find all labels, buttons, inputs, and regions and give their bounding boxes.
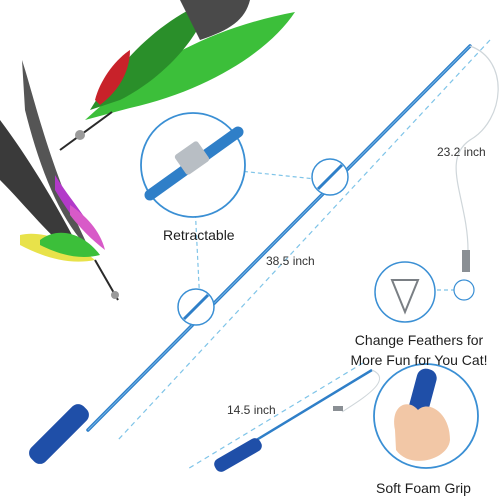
string [455,45,499,251]
callout-rod-joint [140,112,246,218]
short-wand [214,368,380,472]
label-length-full: 38.5 inch [266,254,315,268]
handle [29,404,89,464]
caption-soft-foam-grip: Soft Foam Grip [376,480,471,496]
callout-small-joint [311,158,349,196]
label-length-string: 23.2 inch [437,145,486,159]
callout-grip [373,363,479,469]
caption-change-feathers: Change Feathers for More Fun for You Cat… [345,330,493,370]
label-retractable: Retractable [163,227,235,243]
callout-small-joint-lower [177,288,215,326]
dimension-line-short [185,362,364,471]
dimension-line-full [117,39,491,441]
caption-line-2: More Fun for You Cat! [350,352,488,368]
callout-clip [374,261,475,323]
callout-leader-rod [229,169,326,181]
feather-guinea [0,60,119,301]
feather-green [59,0,295,151]
caption-line-1: Change Feathers for [354,332,484,348]
label-length-short: 14.5 inch [227,403,276,417]
swivel-clip [462,250,470,272]
